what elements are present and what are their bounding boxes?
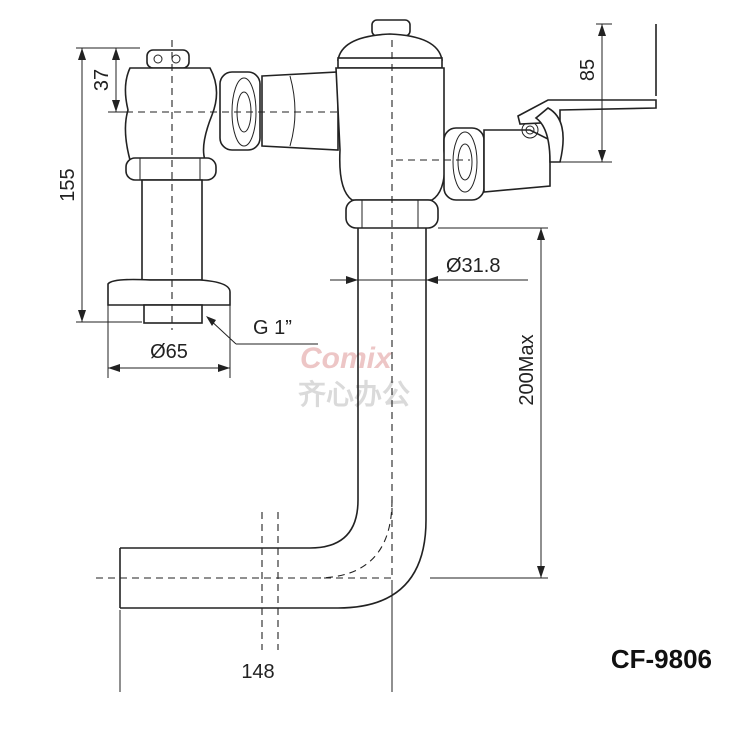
dim-inlet-height: 155 [57, 168, 79, 201]
watermark-chinese: 齐心办公 [298, 378, 410, 411]
dim-flange-diameter: Ø65 [150, 341, 188, 363]
dim-outlet-offset: 148 [241, 661, 274, 683]
center-lines [96, 40, 470, 650]
dim-pipe-diameter: Ø31.8 [446, 255, 500, 277]
model-number: CF-9806 [611, 644, 712, 674]
dim-inlet-offset: 37 [91, 69, 113, 91]
connector-pipe [219, 71, 339, 151]
inlet-valve [107, 49, 231, 324]
dim-pipe-length: 200Max [516, 334, 538, 405]
handle-assembly [443, 99, 657, 201]
dim-handle-height: 85 [577, 59, 599, 81]
dimension-lines [76, 23, 657, 692]
flush-valve-body [335, 19, 446, 229]
dim-thread: G 1” [253, 317, 292, 339]
watermark-brand: Comix [300, 342, 393, 375]
